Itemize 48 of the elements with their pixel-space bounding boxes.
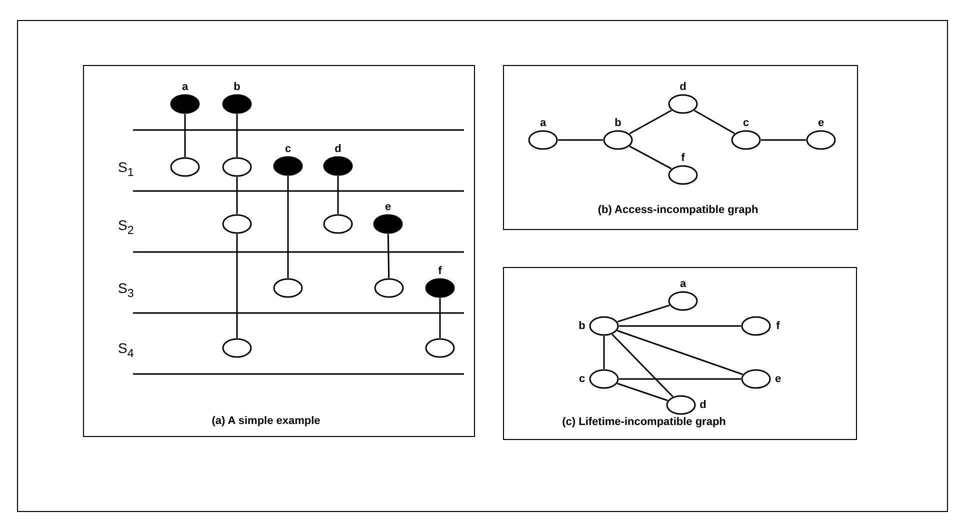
node-label: a (680, 278, 686, 291)
connector-line (619, 378, 741, 380)
connector-line (236, 114, 238, 157)
node-label: c (284, 143, 292, 156)
node-label: e (818, 117, 824, 130)
node-label: f (775, 320, 781, 332)
connector-line (236, 177, 238, 214)
stage-label: S$_{2}$ (118, 217, 134, 239)
panel-caption: (c) Lifetime-incompatible graph (562, 416, 726, 429)
connector-line (603, 336, 605, 369)
connector-line (694, 110, 735, 134)
connector-line (184, 114, 186, 157)
node-label: b (578, 320, 586, 332)
node-label: f (438, 265, 442, 278)
connector-line (617, 304, 670, 322)
connector-line (287, 176, 289, 278)
node-label: b (234, 81, 240, 94)
node-label: d (334, 143, 342, 156)
connector-line (619, 325, 741, 327)
node-label: e (774, 372, 782, 386)
connector-line (387, 234, 390, 278)
stage-label: S$_{3}$ (118, 280, 134, 302)
connector-line (761, 139, 806, 141)
connector-line (617, 330, 743, 376)
node-label: f (681, 152, 685, 165)
node-label: a (182, 81, 188, 94)
panel-caption: (a) A simple example (212, 415, 320, 428)
panel-frame (503, 267, 857, 440)
panel-caption: (b) Access-incompatible graph (598, 204, 758, 217)
connector-line (629, 146, 672, 170)
stage-label: S$_{1}$ (118, 159, 134, 181)
node-label: d (680, 81, 686, 94)
panel-frame (83, 65, 475, 437)
connector-line (439, 298, 441, 338)
node-label: d (698, 398, 708, 412)
node-label: c (578, 372, 586, 386)
node-label: a (540, 117, 546, 130)
node-label: b (614, 117, 622, 130)
connector-line (236, 234, 238, 338)
node-label: e (384, 201, 392, 214)
panel-frame (503, 65, 858, 230)
connector-line (617, 382, 668, 402)
node-label: c (742, 117, 750, 130)
stage-label: S$_{4}$ (118, 340, 134, 362)
connector-line (558, 139, 603, 141)
connector-line (612, 334, 674, 398)
connector-line (337, 176, 339, 214)
connector-line (629, 110, 672, 134)
